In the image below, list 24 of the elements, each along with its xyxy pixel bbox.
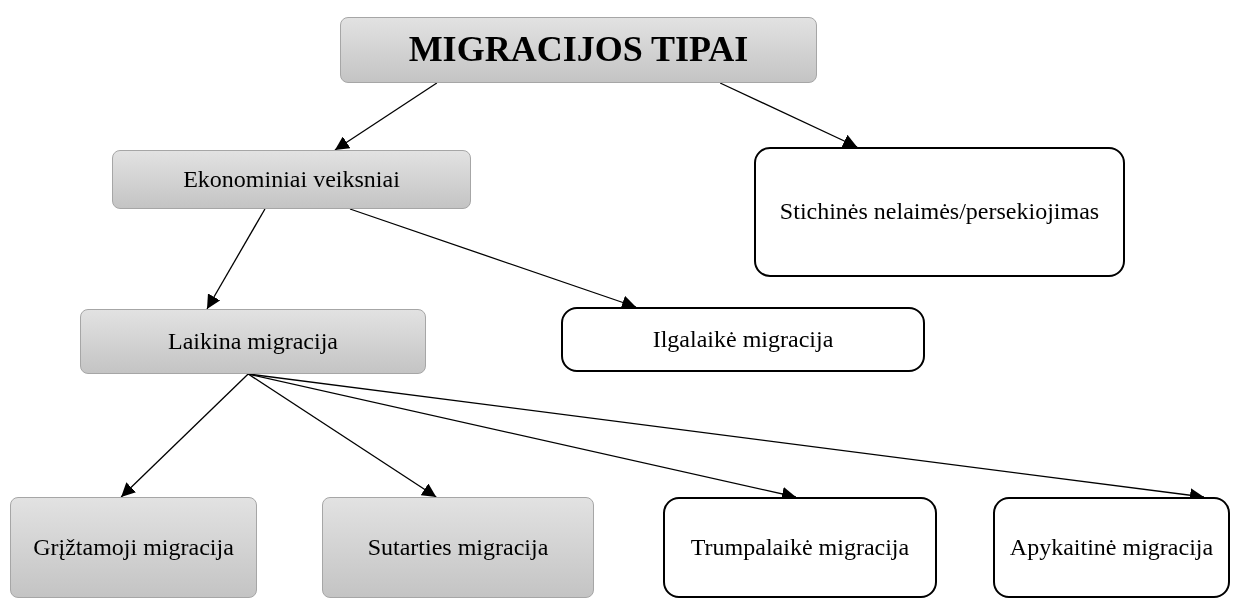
box-label: Laikina migracija	[168, 327, 338, 356]
title-box	[340, 17, 817, 83]
arrow	[349, 208, 637, 310]
box-label: Sutarties migracija	[367, 533, 549, 562]
box-label: Ilgalaikė migracija	[652, 325, 834, 354]
box-label: Ekonominiai veiksniai	[183, 165, 400, 194]
box-label: Trumpalaikė migracija	[690, 533, 910, 562]
box-label: Grįžtamoji migracija	[33, 533, 234, 562]
arrow	[719, 82, 858, 148]
box-label: Stichinės nelaimės/persekiojimas	[779, 198, 1100, 226]
category-box	[993, 497, 1230, 598]
box-label: MIGRACIJOS TIPAI	[408, 29, 749, 71]
arrow	[206, 208, 266, 310]
arrow	[247, 373, 437, 498]
arrow	[334, 82, 438, 151]
category-box	[754, 147, 1125, 277]
arrow	[120, 373, 249, 498]
category-box	[663, 497, 937, 598]
category-box	[80, 309, 426, 374]
category-box	[112, 150, 471, 209]
category-box	[10, 497, 257, 598]
category-box	[561, 307, 925, 372]
box-label: Apykaitinė migracija	[1009, 533, 1214, 562]
category-box	[322, 497, 594, 598]
